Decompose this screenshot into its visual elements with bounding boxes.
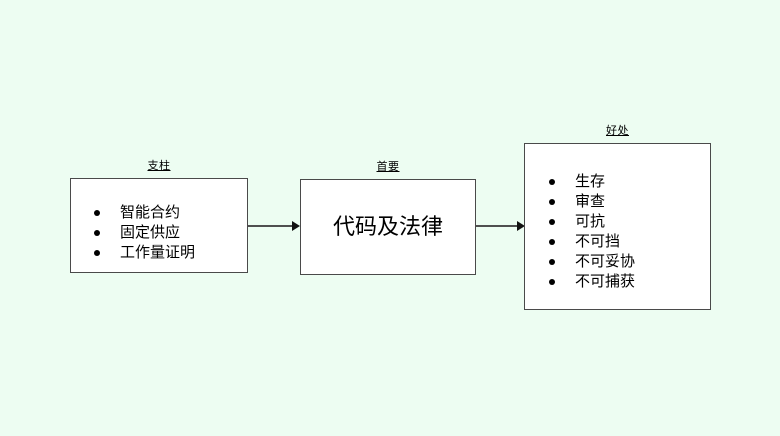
list-item-label: 不可捕获 [575, 273, 636, 290]
list-item-label: 审查 [575, 193, 606, 210]
node-box-pillars[interactable]: 智能合约 固定供应 工作量证明 [70, 178, 248, 273]
list-item-label: 不可妥协 [575, 253, 636, 270]
bullet-dot-icon [94, 250, 100, 256]
list-item-label: 固定供应 [120, 224, 181, 241]
node-box-benefits[interactable]: 生存 审查 可抗 不可挡 不可妥协 不可捕获 [524, 143, 711, 310]
list-item: 审查 [549, 192, 635, 212]
node-box-primary[interactable]: 代码及法律 [300, 179, 476, 275]
list-item: 不可挡 [549, 232, 635, 252]
node-title-pillars: 支柱 [147, 160, 171, 172]
connector-pillars-to-primary [248, 225, 295, 227]
list-item-label: 智能合约 [120, 204, 181, 221]
list-item-label: 生存 [575, 173, 606, 190]
bullet-dot-icon [549, 279, 555, 285]
list-item: 生存 [549, 172, 635, 192]
connector-primary-to-benefits [476, 225, 520, 227]
bullet-dot-icon [94, 210, 100, 216]
arrow-head-icon [517, 221, 525, 231]
bullet-dot-icon [549, 199, 555, 205]
list-item-label: 工作量证明 [120, 244, 196, 261]
benefits-list: 生存 审查 可抗 不可挡 不可妥协 不可捕获 [549, 172, 635, 292]
primary-label: 代码及法律 [332, 214, 443, 239]
node-title-benefits: 好处 [606, 125, 629, 137]
list-item: 智能合约 [94, 203, 195, 223]
node-title-primary: 首要 [376, 161, 400, 173]
list-item: 固定供应 [94, 223, 195, 243]
bullet-dot-icon [94, 230, 100, 236]
bullet-dot-icon [549, 179, 555, 185]
list-item-label: 不可挡 [575, 233, 621, 250]
bullet-dot-icon [549, 259, 555, 265]
list-item: 不可捕获 [549, 272, 635, 292]
list-item: 不可妥协 [549, 252, 635, 272]
arrow-head-icon [292, 221, 300, 231]
list-item: 可抗 [549, 212, 635, 232]
bullet-dot-icon [549, 239, 555, 245]
bullet-dot-icon [549, 219, 555, 225]
list-item: 工作量证明 [94, 243, 195, 263]
pillars-list: 智能合约 固定供应 工作量证明 [94, 203, 195, 263]
list-item-label: 可抗 [575, 213, 606, 230]
